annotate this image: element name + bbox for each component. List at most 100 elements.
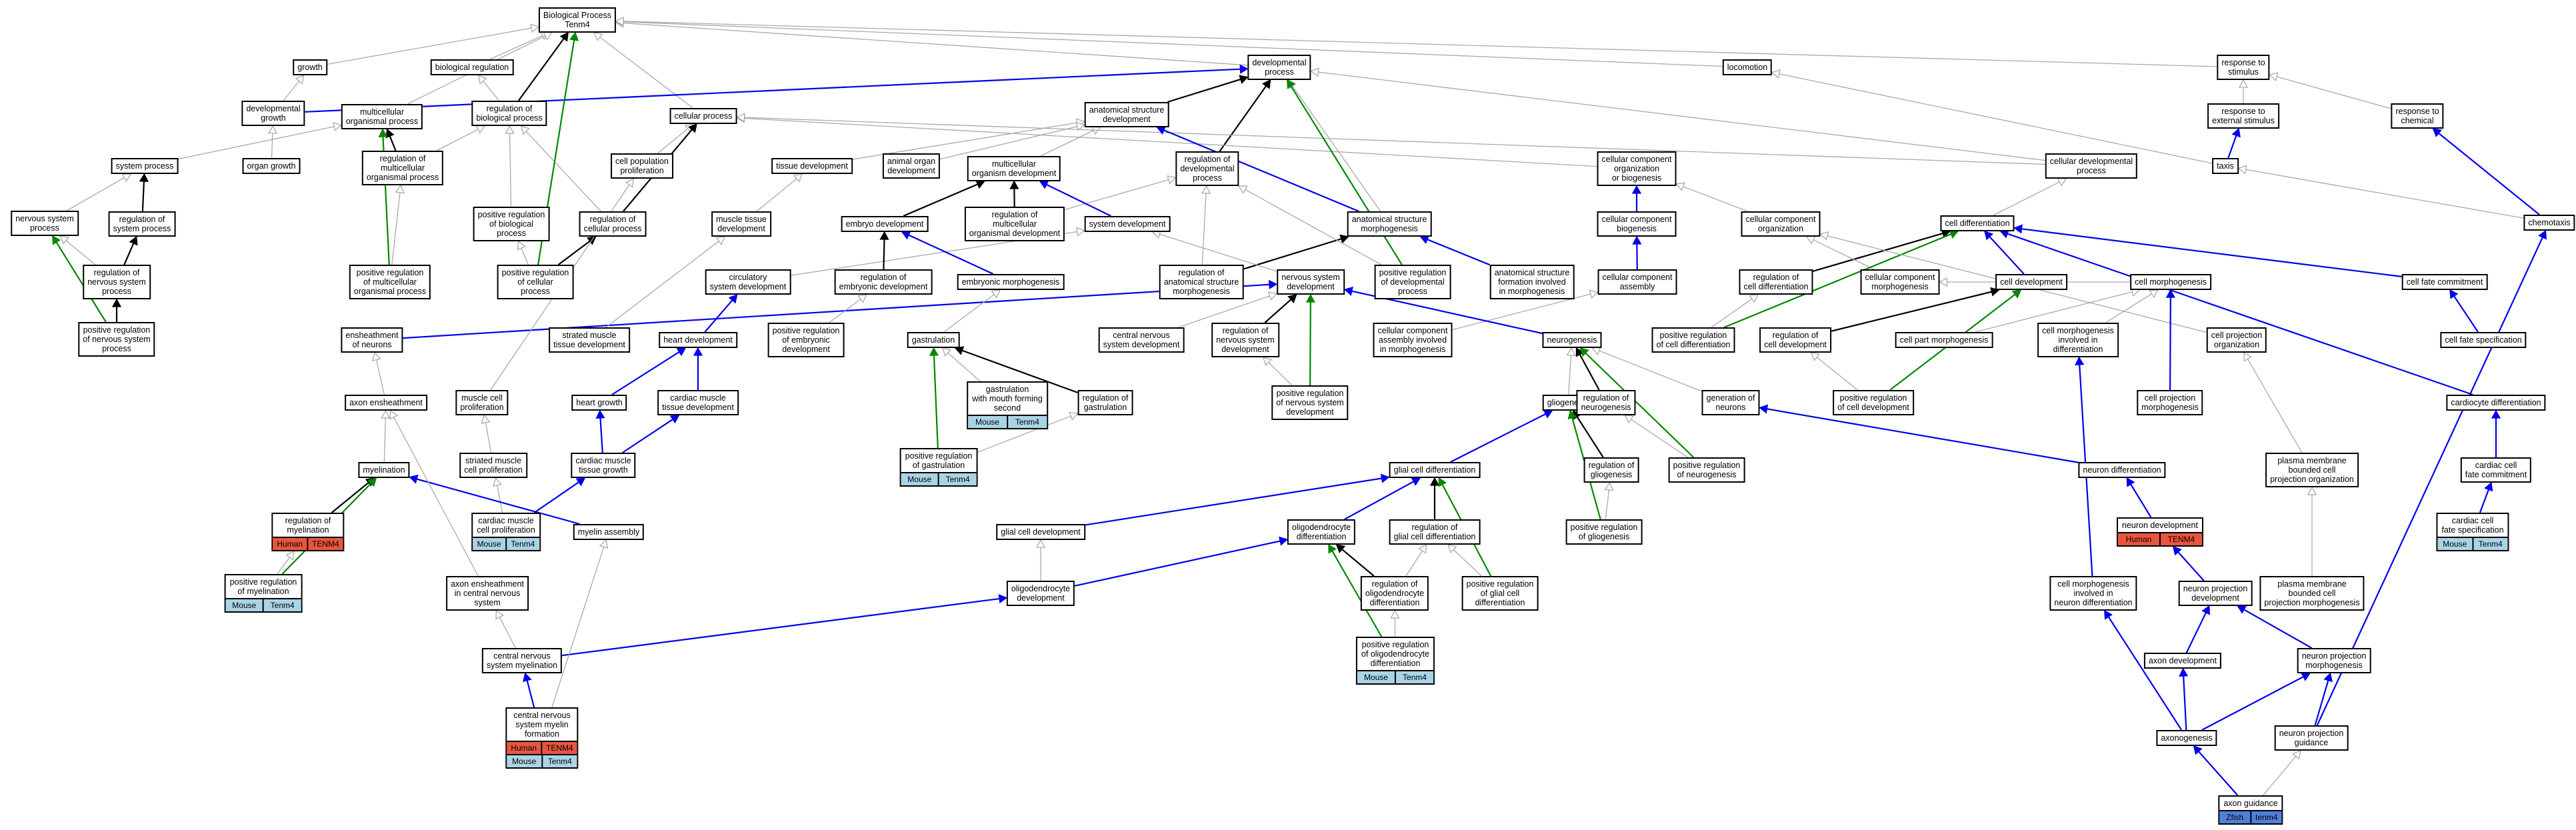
go-term-node[interactable]: cellular component organization or bioge… [1597, 151, 1677, 186]
go-term-node[interactable]: anatomical structure morphogenesis [1347, 211, 1432, 237]
go-term-node[interactable]: nervous system process [11, 211, 79, 236]
go-term-node[interactable]: neuron differentiation [2078, 462, 2166, 478]
go-term-node[interactable]: neuron projection morphogenesis [2297, 648, 2371, 673]
go-term-node[interactable]: positive regulation of embryonic develop… [767, 323, 845, 357]
go-term-node[interactable]: positive regulation of gliogenesis [1565, 519, 1643, 545]
go-term-node[interactable]: growth [293, 59, 327, 75]
go-term-node[interactable]: response to external stimulus [2207, 103, 2279, 129]
go-term-node[interactable]: central nervous system development [1098, 327, 1185, 353]
go-term-node[interactable]: axon ensheathment in central nervous sys… [446, 576, 529, 611]
go-term-node[interactable]: regulation of gastrulation [1077, 390, 1133, 415]
go-term-node[interactable]: regulation of nervous system development [1211, 323, 1279, 357]
go-term-node[interactable]: regulation of embryonic development [834, 269, 933, 295]
go-term-node[interactable]: developmental growth [241, 101, 305, 126]
go-term-node[interactable]: muscle cell proliferation [455, 390, 509, 415]
go-term-node[interactable]: gastrulation [907, 332, 960, 348]
go-term-node[interactable]: neuron projection development [2178, 581, 2253, 606]
go-term-node[interactable]: cell development [1995, 274, 2067, 290]
go-term-node[interactable]: heart growth [571, 395, 627, 411]
go-term-node[interactable]: cell fate commitment [2401, 274, 2488, 290]
go-term-node[interactable]: regulation of cellular process [579, 211, 647, 237]
go-term-node[interactable]: glial cell differentiation [1389, 462, 1481, 478]
go-term-node[interactable]: response to stimulus [2217, 55, 2270, 80]
go-term-node[interactable]: glial cell development [996, 524, 1085, 540]
go-term-node[interactable]: embryonic morphogenesis [957, 274, 1065, 290]
go-term-node[interactable]: axon development [2143, 653, 2222, 669]
go-term-node[interactable]: regulation of multicellular organismal p… [361, 151, 444, 185]
go-term-node[interactable]: myelination [358, 462, 410, 478]
go-term-node[interactable]: cellular component assembly involved in … [1373, 323, 1453, 357]
go-term-node[interactable]: regulation of cell development [1759, 327, 1831, 353]
go-term-node[interactable]: system development [1084, 216, 1171, 232]
go-term-node[interactable]: cellular component biogenesis [1597, 211, 1677, 237]
go-term-node[interactable]: strated muscle tissue development [549, 327, 630, 353]
go-term-node[interactable]: oligodendrocyte differentiation [1287, 519, 1356, 545]
go-term-node[interactable]: positive regulation of cellular process [497, 265, 574, 299]
go-term-node[interactable]: cellular process [669, 108, 737, 124]
go-term-node[interactable]: generation of neurons [1701, 390, 1760, 415]
go-term-node[interactable]: oligodendrocyte development [1006, 581, 1075, 606]
go-term-node[interactable]: cell population proliferation [611, 153, 673, 179]
go-term-node[interactable]: regulation of system process [108, 211, 176, 237]
go-term-node[interactable]: positive regulation of multicellular org… [349, 265, 431, 299]
go-term-node[interactable]: cellular component morphogenesis [1860, 269, 1940, 295]
go-term-node[interactable]: regulation of multicellular organismal d… [964, 207, 1065, 241]
go-term-node[interactable]: cardiac muscle tissue growth [571, 453, 636, 478]
go-term-node[interactable]: taxis [2212, 158, 2239, 174]
go-term-node[interactable]: cardiac cell fate commitment [2460, 457, 2532, 483]
go-term-node[interactable]: biological regulation [430, 59, 514, 75]
go-term-node[interactable]: cell morphogenesis involved in neuron di… [2049, 576, 2137, 611]
go-term-node[interactable]: positive regulation of developmental pro… [1374, 265, 1451, 299]
go-term-node[interactable]: response to chemical [2391, 103, 2444, 129]
go-term-node[interactable]: positive regulation of glial cell differ… [1461, 576, 1539, 611]
go-term-node[interactable]: regulation of developmental process [1175, 151, 1239, 186]
go-term-node[interactable]: positive regulation of biological proces… [473, 207, 550, 241]
go-term-node[interactable]: organ growth [242, 158, 301, 174]
go-term-node[interactable]: regulation of neurogenesis [1576, 390, 1636, 415]
go-term-node[interactable]: neurogenesis [1542, 332, 1602, 348]
go-term-node[interactable]: ensheathment of neurons [341, 327, 403, 353]
go-term-node[interactable]: cell morphogenesis [2130, 274, 2211, 290]
go-term-node[interactable]: regulation of glial cell differentiation [1389, 519, 1481, 545]
go-term-node[interactable]: system process [111, 158, 179, 174]
go-term-node[interactable]: positive regulation of cell differentiat… [1651, 327, 1735, 353]
go-term-node[interactable]: cell projection morphogenesis [2137, 390, 2203, 415]
go-term-node[interactable]: striated muscle cell proliferation [459, 453, 527, 478]
go-term-node[interactable]: cellular component assembly [1597, 269, 1677, 295]
go-term-node[interactable]: myelin assembly [573, 524, 645, 540]
go-term-node[interactable]: animal organ development [882, 153, 941, 179]
go-term-node[interactable]: multicellular organism development [967, 156, 1061, 181]
go-term-node[interactable]: cell morphogenesis involved in different… [2037, 323, 2119, 357]
go-term-node[interactable]: regulation of anatomical structure morph… [1159, 265, 1244, 299]
go-term-node[interactable]: anatomical structure formation involved … [1489, 265, 1575, 299]
go-term-node[interactable]: central nervous system myelination [481, 648, 563, 673]
go-term-node[interactable]: developmental process [1247, 55, 1311, 80]
go-term-node[interactable]: axon ensheathment [345, 395, 427, 411]
go-term-node[interactable]: muscle tissue development [711, 211, 771, 237]
go-term-node[interactable]: axonogenesis [2156, 730, 2217, 746]
go-term-node[interactable]: positive regulation of oligodendrocyte d… [1355, 637, 1435, 685]
go-term-node[interactable]: regulation of gliogenesis [1583, 457, 1639, 483]
go-term-node[interactable]: positive regulation of nervous system de… [1271, 385, 1349, 420]
go-term-node[interactable]: plasma membrane bounded cell projection … [2259, 576, 2365, 611]
go-term-node[interactable]: cell fate specification [2440, 332, 2527, 348]
go-term-node[interactable]: regulation of cell differentiation [1739, 269, 1813, 295]
go-term-node[interactable]: multicellular organismal process [341, 104, 423, 129]
go-term-node[interactable]: locomotion [1722, 59, 1773, 75]
go-term-node[interactable]: anatomical structure development [1084, 102, 1169, 127]
go-term-node[interactable]: positive regulation of nervous system pr… [78, 322, 155, 357]
go-term-node[interactable]: cell differentiation [1940, 215, 2015, 231]
go-term-node[interactable]: chemotaxis [2523, 215, 2575, 231]
go-term-node[interactable]: cellular developmental process [2045, 153, 2138, 179]
go-term-node[interactable]: tissue development [771, 158, 853, 174]
go-term-node[interactable]: plasma membrane bounded cell projection … [2265, 453, 2359, 487]
